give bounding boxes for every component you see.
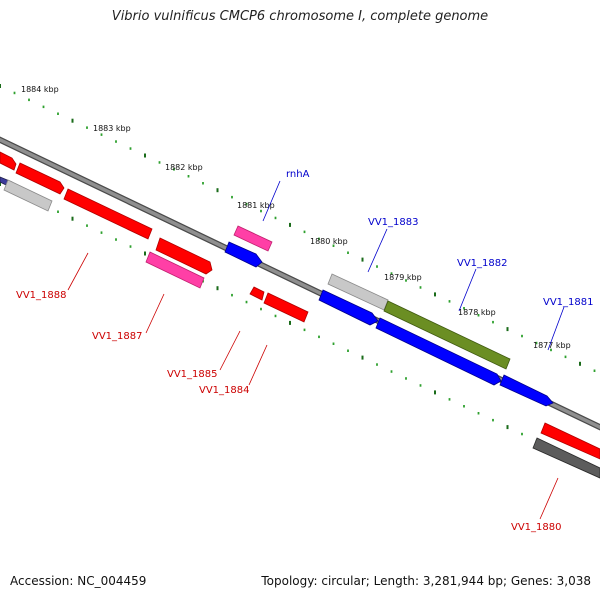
gene-label-vv1-1885[interactable]: VV1_1885: [167, 369, 218, 380]
gene-feature[interactable]: [155, 237, 213, 275]
scale-label-1878: 1878 kbp: [458, 308, 496, 317]
gene-feature[interactable]: [3, 179, 53, 212]
gene-feature[interactable]: [15, 162, 65, 195]
scale-ticks: [0, 84, 596, 470]
gene-label-vv1-1887[interactable]: VV1_1887: [92, 331, 143, 342]
scale-label-1881: 1881 kbp: [237, 201, 275, 210]
gene-label-vv1-1881[interactable]: VV1_1881: [543, 297, 594, 308]
scale-label-1884: 1884 kbp: [21, 85, 59, 94]
scale-label-1877: 1877 kbp: [533, 341, 571, 350]
scale-label-1879: 1879 kbp: [384, 273, 422, 282]
gene-label-vv1-1888[interactable]: VV1_1888: [16, 290, 67, 301]
map-title: Vibrio vulnificus CMCP6 chromosome I, co…: [111, 9, 489, 24]
gene-feature[interactable]: [499, 374, 554, 407]
gene-labels: rnhA VV1_1883 VV1_1882 VV1_1881 VV1_1888…: [16, 169, 594, 533]
gene-feature[interactable]: [224, 241, 263, 268]
gene-label-leaders: [67, 180, 565, 520]
gene-label-rnha[interactable]: rnhA: [286, 169, 310, 180]
gene-feature[interactable]: [375, 317, 502, 386]
scale-labels: 1884 kbp 1883 kbp 1882 kbp 1881 kbp 1880…: [21, 85, 571, 350]
gene-feature[interactable]: [540, 422, 600, 460]
gene-feature[interactable]: [0, 151, 17, 171]
gene-feature[interactable]: [263, 292, 309, 323]
scale-label-1883: 1883 kbp: [93, 124, 131, 133]
gene-feature[interactable]: [63, 188, 153, 240]
genome-summary-text: Topology: circular; Length: 3,281,944 bp…: [261, 574, 591, 588]
accession-text: Accession: NC_004459: [10, 574, 147, 588]
gene-feature[interactable]: [318, 289, 379, 326]
scale-label-1882: 1882 kbp: [165, 163, 203, 172]
gene-label-vv1-1880[interactable]: VV1_1880: [511, 522, 562, 533]
gene-features: [0, 151, 600, 479]
gene-feature[interactable]: [249, 286, 265, 301]
gene-feature[interactable]: [233, 225, 273, 252]
gene-label-vv1-1884[interactable]: VV1_1884: [199, 385, 250, 396]
gene-feature[interactable]: [145, 251, 205, 289]
gene-feature[interactable]: [383, 300, 511, 370]
scale-label-1880: 1880 kbp: [310, 237, 348, 246]
gene-label-vv1-1882[interactable]: VV1_1882: [457, 258, 508, 269]
gene-label-vv1-1883[interactable]: VV1_1883: [368, 217, 419, 228]
gene-feature[interactable]: [532, 437, 600, 479]
